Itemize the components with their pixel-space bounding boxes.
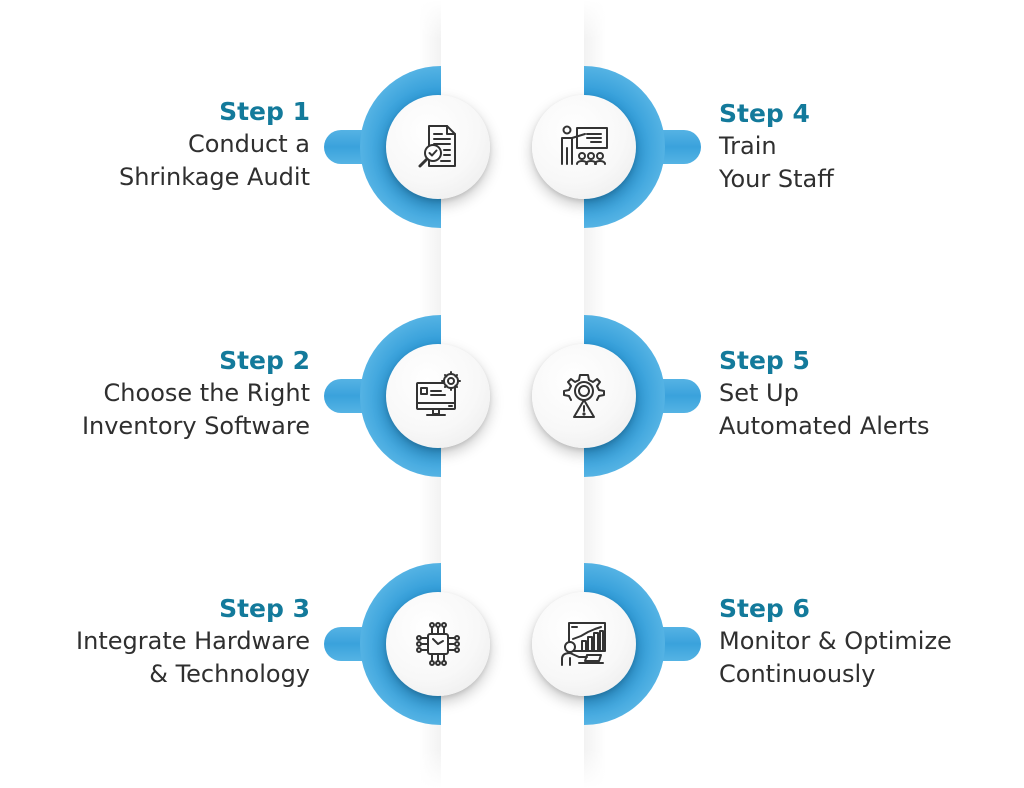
- step-title: Step 1: [219, 97, 310, 126]
- person-analytics-chart-icon: [561, 622, 606, 666]
- icon-circle: [386, 592, 490, 696]
- icon-circle: [532, 592, 636, 696]
- step-text-line: Train: [719, 132, 777, 160]
- step-text-line: Your Staff: [719, 165, 834, 193]
- step-text-line: Continuously: [719, 660, 876, 688]
- step-text-line: Inventory Software: [81, 412, 310, 440]
- icon-circle: [386, 95, 490, 199]
- step-1-label: Step 1 Conduct a Shrinkage Audit: [0, 95, 310, 194]
- step-title: Step 6: [719, 594, 810, 623]
- step-text-line: Integrate Hardware: [76, 627, 310, 655]
- step-title: Step 2: [219, 346, 310, 375]
- step-title: Step 3: [219, 594, 310, 623]
- circuit-chip-icon: [416, 622, 460, 666]
- step-text-line: Set Up: [719, 379, 799, 407]
- step-3-label: Step 3 Integrate Hardware & Technology: [0, 592, 310, 691]
- icon-circle: [532, 344, 636, 448]
- step-title: Step 4: [719, 99, 810, 128]
- step-2-label: Step 2 Choose the Right Inventory Softwa…: [0, 344, 310, 443]
- document-audit-magnifier-icon: [418, 125, 456, 168]
- step-title: Step 5: [719, 346, 810, 375]
- gear-alert-icon: [563, 374, 605, 418]
- step-text-line: Shrinkage Audit: [119, 163, 310, 191]
- icon-circle: [386, 344, 490, 448]
- step-4-label: Step 4 Train Your Staff: [719, 97, 1024, 196]
- step-text-line: Automated Alerts: [719, 412, 930, 440]
- step-text-line: & Technology: [149, 660, 310, 688]
- step-text-line: Conduct a: [187, 130, 310, 158]
- step-text-line: Choose the Right: [103, 379, 310, 407]
- monitor-gear-icon: [416, 371, 461, 416]
- presenter-audience-icon: [561, 125, 608, 165]
- step-5-label: Step 5 Set Up Automated Alerts: [719, 344, 1024, 443]
- step-6-label: Step 6 Monitor & Optimize Continuously: [719, 592, 1024, 691]
- step-text-line: Monitor & Optimize: [719, 627, 952, 655]
- icon-circle: [532, 95, 636, 199]
